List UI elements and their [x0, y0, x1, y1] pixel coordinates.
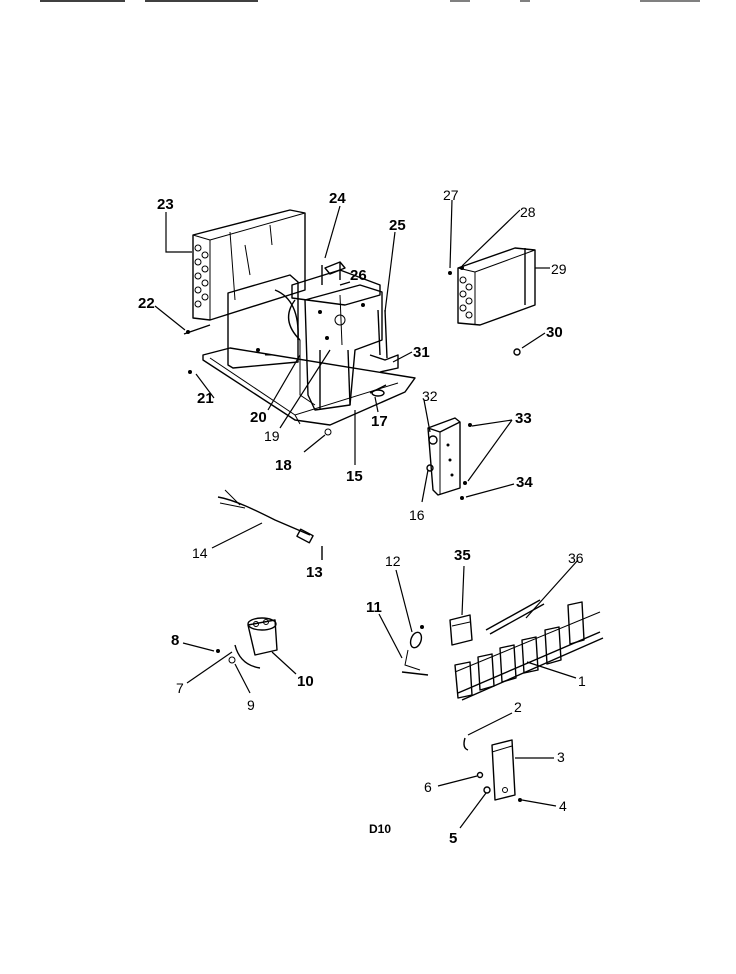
callout-8: 8 — [171, 632, 179, 649]
cover-plate-part — [476, 739, 522, 802]
bracket-part — [369, 309, 399, 373]
callout-30: 30 — [546, 324, 563, 341]
blower-housing-part — [287, 261, 381, 341]
spring-part — [463, 737, 469, 751]
callout-32: 32 — [422, 388, 438, 404]
callout-21: 21 — [197, 390, 214, 407]
callout-27: 27 — [443, 187, 459, 203]
callout-34: 34 — [516, 474, 533, 491]
capacitor-part — [216, 617, 278, 669]
callout-15: 15 — [346, 468, 363, 485]
control-bracket-part — [426, 417, 472, 500]
callout-22: 22 — [138, 295, 155, 312]
callout-7: 7 — [176, 680, 184, 696]
leader-lines — [154, 199, 579, 829]
callout-17: 17 — [371, 413, 388, 430]
louver-assembly-part — [454, 601, 604, 701]
callout-24: 24 — [329, 190, 346, 207]
callout-10: 10 — [297, 673, 314, 690]
callout-19: 19 — [264, 428, 280, 444]
callout-23: 23 — [157, 196, 174, 213]
callout-35: 35 — [454, 547, 471, 564]
callout-18: 18 — [275, 457, 292, 474]
callout-36: 36 — [568, 550, 584, 566]
callout-11: 11 — [366, 599, 382, 616]
filter-part — [449, 614, 473, 646]
fasteners-base — [183, 324, 387, 436]
callout-28: 28 — [520, 204, 536, 220]
base-pan-part — [202, 347, 416, 426]
fan-shroud-part — [227, 274, 299, 369]
callout-29: 29 — [551, 261, 567, 277]
callout-33: 33 — [515, 410, 532, 427]
screw-30-part — [513, 348, 521, 356]
callout-1: 1 — [578, 673, 586, 689]
evaporator-fins — [194, 224, 273, 308]
thermostat-part — [401, 625, 429, 676]
callout-12: 12 — [385, 553, 401, 569]
callout-5: 5 — [449, 830, 457, 847]
callout-20: 20 — [250, 409, 267, 426]
callout-16: 16 — [409, 507, 425, 523]
callout-3: 3 — [557, 749, 565, 765]
callout-14: 14 — [192, 545, 208, 561]
callout-6: 6 — [424, 779, 432, 795]
callout-26: 26 — [350, 267, 367, 284]
power-cord-part — [217, 489, 323, 560]
callout-labels: 23 24 25 26 27 28 29 30 22 31 21 20 19 1… — [138, 187, 586, 847]
callout-13: 13 — [306, 564, 323, 581]
callout-31: 31 — [413, 344, 430, 361]
condenser-coil-part — [448, 247, 536, 326]
partition-plate-part — [299, 284, 383, 411]
callout-4: 4 — [559, 798, 567, 814]
diagram-code: D10 — [369, 822, 391, 836]
callout-2: 2 — [514, 699, 522, 715]
rod-part — [485, 599, 545, 635]
callout-9: 9 — [247, 697, 255, 713]
callout-25: 25 — [389, 217, 406, 234]
evaporator-coil-part — [192, 209, 306, 321]
